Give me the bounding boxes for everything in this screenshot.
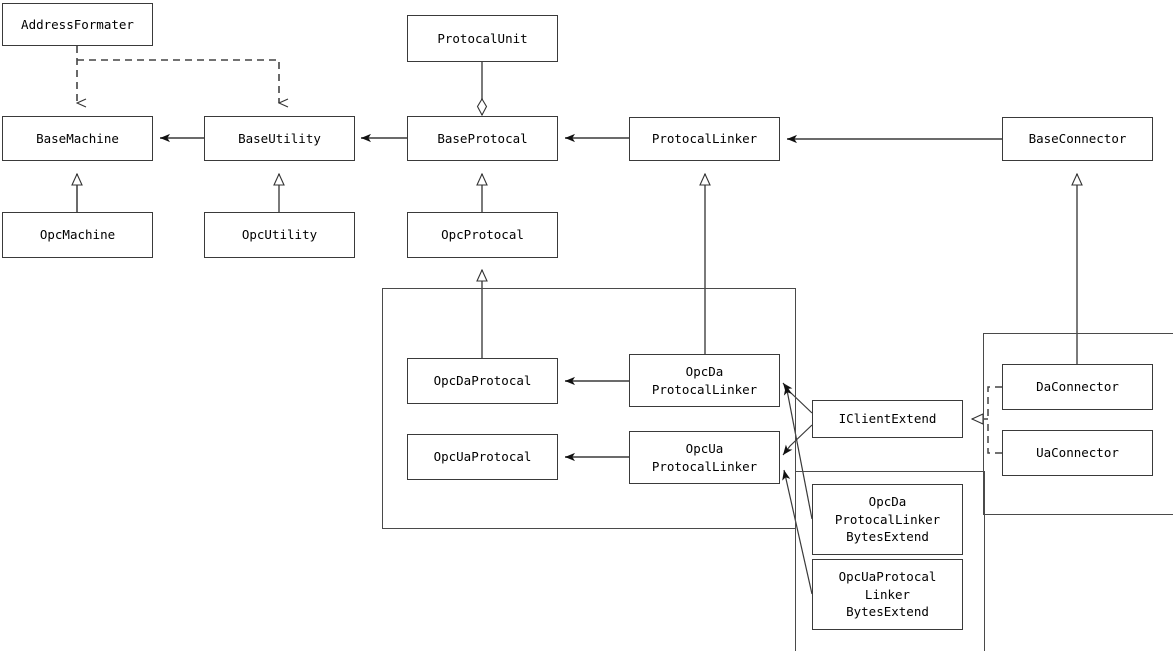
- class-label: OpcUaProtocal Linker BytesExtend: [838, 568, 937, 620]
- class-label: OpcUtility: [241, 227, 318, 243]
- group-extend-container: [795, 471, 985, 651]
- class-label: UaConnector: [1036, 445, 1119, 461]
- class-box-base-connector[interactable]: BaseConnector: [1002, 117, 1153, 161]
- class-box-opc-da-protocal-linker[interactable]: OpcDa ProtocalLinker: [629, 354, 780, 407]
- class-label: BaseMachine: [36, 130, 119, 146]
- group-connector-container: [983, 333, 1173, 515]
- class-label: BaseUtility: [238, 130, 321, 146]
- class-box-base-machine[interactable]: BaseMachine: [2, 116, 153, 161]
- class-label: BaseProtocal: [437, 130, 528, 146]
- class-label: OpcUaProtocal: [433, 449, 532, 465]
- class-label: OpcProtocal: [441, 227, 524, 243]
- class-label: AddressFormater: [21, 16, 134, 32]
- class-box-protocal-linker[interactable]: ProtocalLinker: [629, 117, 780, 161]
- class-box-opc-ua-protocal[interactable]: OpcUaProtocal: [407, 434, 558, 480]
- class-box-iclient-extend[interactable]: IClientExtend: [812, 400, 963, 438]
- class-box-opc-da-protocal[interactable]: OpcDaProtocal: [407, 358, 558, 404]
- class-label: OpcDa ProtocalLinker BytesExtend: [834, 493, 941, 545]
- class-label: OpcUa ProtocalLinker: [651, 440, 758, 474]
- class-box-opc-protocal[interactable]: OpcProtocal: [407, 212, 558, 258]
- class-label: OpcDa ProtocalLinker: [651, 363, 758, 397]
- class-box-opc-utility[interactable]: OpcUtility: [204, 212, 355, 258]
- edge-address-formater-to-base-utility-dependency: [77, 59, 279, 103]
- class-box-da-connector[interactable]: DaConnector: [1002, 364, 1153, 410]
- class-box-address-formater[interactable]: AddressFormater: [2, 3, 153, 46]
- class-label: ProtocalUnit: [437, 30, 528, 46]
- group-protocal-container: [382, 288, 796, 529]
- class-box-opc-machine[interactable]: OpcMachine: [2, 212, 153, 258]
- class-label: ProtocalLinker: [651, 131, 758, 147]
- class-box-opc-ua-protocal-linker[interactable]: OpcUa ProtocalLinker: [629, 431, 780, 484]
- class-box-ua-connector[interactable]: UaConnector: [1002, 430, 1153, 476]
- class-box-base-protocal[interactable]: BaseProtocal: [407, 116, 558, 161]
- class-label: BaseConnector: [1028, 131, 1127, 147]
- class-label: OpcDaProtocal: [433, 373, 532, 389]
- class-label: DaConnector: [1036, 379, 1119, 395]
- class-box-base-utility[interactable]: BaseUtility: [204, 116, 355, 161]
- class-box-protocal-unit[interactable]: ProtocalUnit: [407, 15, 558, 62]
- class-box-opc-da-protocal-linker-bytes-extend[interactable]: OpcDa ProtocalLinker BytesExtend: [812, 484, 963, 555]
- class-label: OpcMachine: [39, 227, 116, 243]
- class-label: IClientExtend: [838, 411, 937, 427]
- class-box-opc-ua-protocal-linker-bytes-extend[interactable]: OpcUaProtocal Linker BytesExtend: [812, 559, 963, 630]
